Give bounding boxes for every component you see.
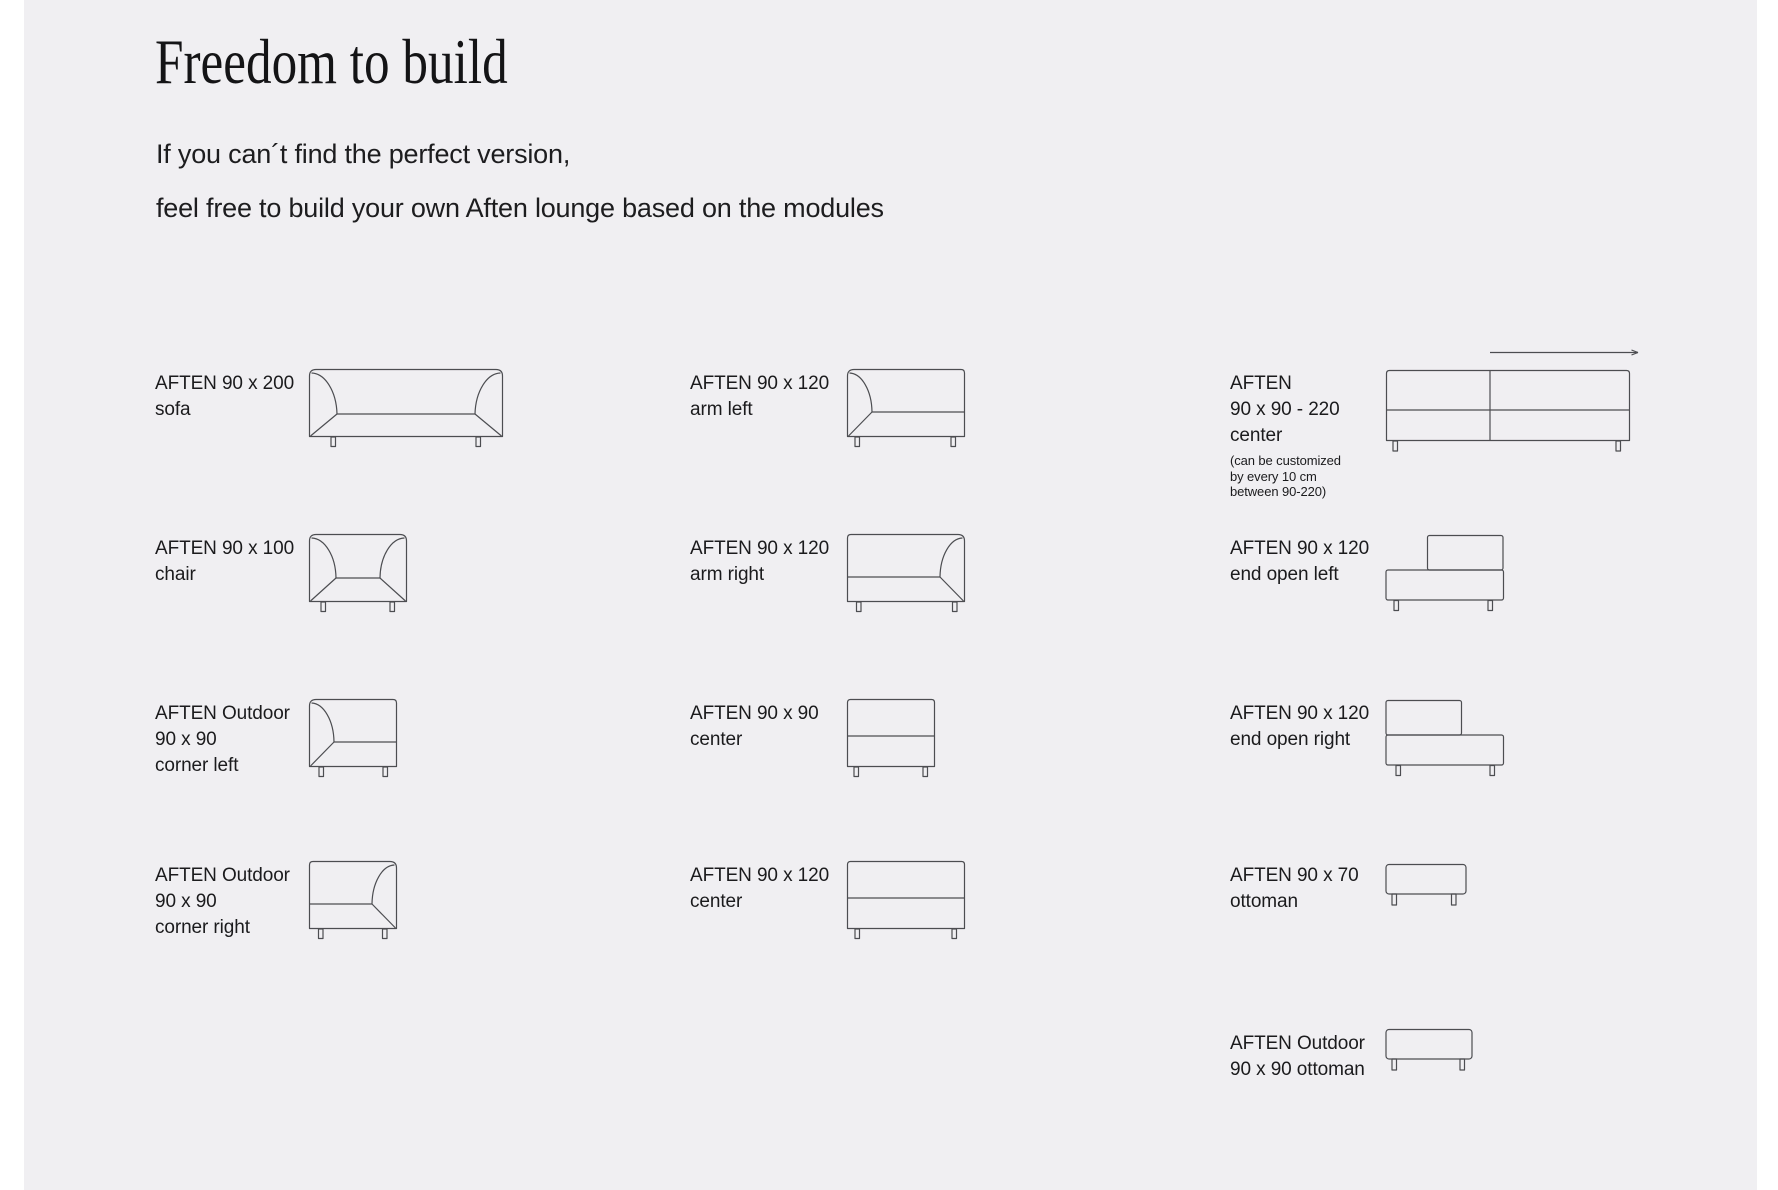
module-label-line: arm right: [690, 564, 765, 585]
module-label-line: corner right: [155, 917, 250, 938]
module-label-line: AFTEN 90 x 120: [1230, 538, 1370, 559]
module-label-line: AFTEN 90 x 120: [690, 538, 830, 559]
module-label-line: center: [690, 729, 743, 750]
content-background: [24, 0, 1757, 1190]
module-label-line: chair: [155, 564, 196, 585]
module-label-line: center: [1230, 425, 1283, 446]
module-note-line: (can be customized: [1230, 453, 1341, 468]
module-label: AFTEN 90 x 90 center: [690, 701, 842, 753]
page-title: Freedom to build: [155, 26, 508, 97]
module-label: AFTEN 90 x 200 sofa: [155, 371, 307, 423]
module-label-line: arm left: [690, 399, 753, 420]
module-label: AFTEN 90 x 100 chair: [155, 536, 307, 588]
module-label-line: AFTEN Outdoor: [155, 703, 290, 724]
module-label-line: AFTEN 90 x 120: [690, 373, 830, 394]
module-label: AFTEN 90 x 70 ottoman: [1230, 863, 1382, 915]
module-label-line: 90 x 90: [155, 891, 217, 912]
corner-left-drawing: [308, 698, 398, 778]
module-label-line: AFTEN 90 x 100: [155, 538, 295, 559]
module-label-line: end open left: [1230, 564, 1339, 585]
arm-right-drawing: [846, 533, 966, 613]
module-label-line: AFTEN Outdoor: [1230, 1033, 1365, 1054]
module-label-line: AFTEN: [1230, 373, 1292, 394]
module-label: AFTEN 90 x 120 end open left: [1230, 536, 1382, 588]
module-label-line: AFTEN 90 x 90: [690, 703, 819, 724]
ottoman-70-drawing: [1385, 863, 1467, 906]
module-note-line: by every 10 cm: [1230, 468, 1317, 484]
module-label-line: center: [690, 891, 743, 912]
customizable-width-arrow: [1490, 349, 1639, 356]
corner-right-drawing: [308, 860, 398, 940]
center-120-drawing: [846, 860, 966, 940]
center-long-drawing: [1385, 349, 1639, 452]
chair-90x100-drawing: [308, 533, 408, 613]
sofa-90x200-drawing: [308, 368, 504, 448]
module-label: AFTEN Outdoor 90 x 90 corner right: [155, 863, 307, 941]
module-label-line: AFTEN 90 x 120: [690, 865, 830, 886]
module-label: AFTEN 90 x 90 - 220 center (can be custo…: [1230, 371, 1382, 500]
module-label-line: 90 x 90 ottoman: [1230, 1059, 1365, 1080]
module-label: AFTEN Outdoor 90 x 90 ottoman: [1230, 1031, 1382, 1083]
module-label-line: sofa: [155, 399, 191, 420]
center-90-drawing: [846, 698, 936, 778]
module-note-line: between 90-220): [1230, 484, 1327, 499]
module-label: AFTEN Outdoor 90 x 90 corner left: [155, 701, 307, 779]
intro-line-1: If you can´t find the perfect version,: [156, 139, 571, 169]
intro-line-2: feel free to build your own Aften lounge…: [156, 193, 884, 223]
module-label-line: AFTEN 90 x 120: [1230, 703, 1370, 724]
module-label: AFTEN 90 x 120 arm right: [690, 536, 842, 588]
end-open-left-drawing: [1385, 534, 1505, 612]
arm-left-drawing: [846, 368, 966, 448]
module-label: AFTEN 90 x 120 end open right: [1230, 701, 1382, 753]
module-label-line: end open right: [1230, 729, 1351, 750]
module-label-line: ottoman: [1230, 891, 1298, 912]
module-label-line: AFTEN Outdoor: [155, 865, 290, 886]
end-open-right-drawing: [1385, 699, 1505, 777]
module-label-line: AFTEN 90 x 70: [1230, 865, 1359, 886]
module-note: (can be customized by every 10 cm betwee…: [1230, 453, 1382, 500]
module-label: AFTEN 90 x 120 center: [690, 863, 842, 915]
module-label-line: corner left: [155, 755, 239, 776]
outdoor-ottoman-drawing: [1385, 1028, 1473, 1071]
module-label-line: 90 x 90: [155, 729, 217, 750]
module-label: AFTEN 90 x 120 arm left: [690, 371, 842, 423]
module-label-line: AFTEN 90 x 200: [155, 373, 295, 394]
module-label-line: 90 x 90 - 220: [1230, 399, 1340, 420]
